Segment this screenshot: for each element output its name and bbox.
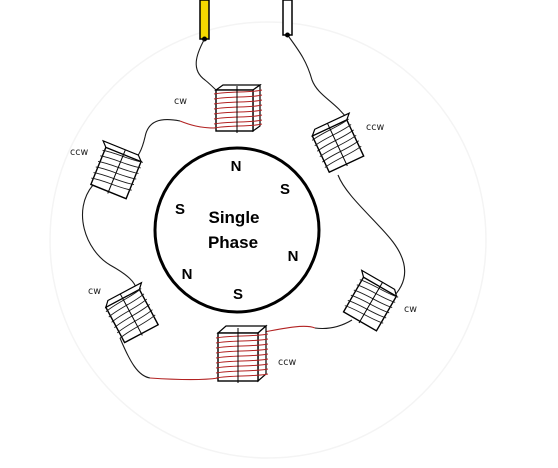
coil-label-upper-left: ccw: [70, 147, 88, 158]
white-lead-terminal: [285, 32, 290, 38]
wire-bottom-to-lower-right-black: [314, 319, 353, 330]
coil-label-top: cw: [174, 96, 187, 107]
coil-upper-right: [311, 112, 365, 174]
coil-upper-left: [89, 139, 144, 200]
pole-label-lower-right: N: [288, 248, 299, 265]
wire-lower-left-to-bottom-red: [149, 377, 219, 381]
coil-top: [213, 83, 263, 133]
center-label-line1: Single: [208, 208, 259, 227]
pole-label-top: N: [231, 158, 242, 175]
rotor-circle: [153, 146, 321, 314]
yellow-lead-terminal: [202, 36, 207, 42]
wire-lead-to-top-coil: [195, 39, 219, 93]
white-lead: [282, 0, 293, 36]
wire-top-to-upper-left: [179, 120, 216, 129]
pole-label-bottom: S: [233, 286, 243, 303]
coil-lower-left: [104, 281, 160, 344]
coil-label-bottom: ccw: [278, 357, 296, 368]
coil-label-lower-right: cw: [404, 304, 417, 315]
wire-bottom-to-lower-right: [263, 325, 316, 333]
pole-label-lower-left: N: [182, 266, 193, 283]
supply-leads: [199, 0, 293, 42]
yellow-lead: [199, 0, 210, 40]
coil-bottom: [215, 324, 269, 383]
wire-lower-right-to-upper-right: [337, 174, 406, 301]
coil-lower-right: [342, 269, 399, 332]
pole-label-upper-left: S: [175, 201, 185, 218]
pole-label-upper-right: S: [280, 181, 290, 198]
center-label-line2: Phase: [208, 233, 258, 252]
coil-label-lower-left: cw: [88, 286, 101, 297]
wire-lower-left-to-bottom: [119, 337, 151, 379]
wire-upper-left-to-lower-left: [81, 184, 138, 291]
background-ring: [49, 21, 487, 459]
wire-upper-right-to-lead: [288, 36, 349, 121]
coil-label-upper-right: ccw: [366, 122, 384, 133]
